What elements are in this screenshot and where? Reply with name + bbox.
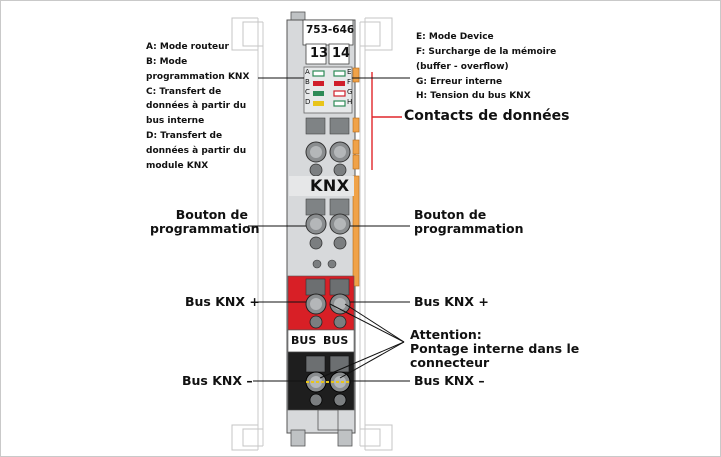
- bottom-latch: [290, 409, 353, 447]
- led-letter-h: H: [347, 98, 353, 106]
- legend-d-line3: module KNX: [146, 160, 209, 171]
- led-g: [333, 90, 346, 97]
- bus-plus-section: [287, 275, 355, 331]
- din-rail-lines: [257, 18, 366, 450]
- led-letter-b: B: [305, 78, 310, 86]
- prog-button-label-right-1: Bouton de: [414, 207, 487, 222]
- din-rail-outline-top: [231, 17, 393, 451]
- attention-line-1: Attention:: [410, 327, 482, 342]
- leader-lines: [248, 77, 410, 382]
- legend-c-line3: bus interne: [146, 116, 205, 127]
- attention-line-3: connecteur: [410, 355, 490, 370]
- prog-button-label-left-2: programmation: [150, 221, 260, 236]
- led-letter-a: A: [305, 68, 310, 76]
- legend-g: G: Erreur interne: [416, 76, 503, 87]
- bus-minus-label-right: Bus KNX –: [414, 373, 485, 388]
- data-contacts-label: Contacts de données: [404, 108, 570, 124]
- data-contacts: [352, 67, 360, 287]
- legend-f-line2: (buffer - overflow): [416, 61, 509, 72]
- legend-h: H: Tension du bus KNX: [416, 91, 531, 102]
- led-panel: [303, 66, 353, 114]
- led-f: [334, 81, 345, 86]
- part-number-plate: [302, 19, 354, 46]
- legend-d-line1: D: Transfert de: [146, 131, 223, 142]
- led-letter-d: D: [305, 98, 311, 106]
- legend-b-line2: programmation KNX: [146, 71, 250, 82]
- legend-a: A: Mode routeur: [146, 42, 229, 52]
- part-number: 753-646: [306, 24, 355, 36]
- prog-button-label-right-2: programmation: [414, 221, 524, 236]
- legend-e: E: Mode Device: [416, 32, 494, 42]
- led-letter-e: E: [347, 68, 352, 76]
- bus-plus-label-left: Bus KNX +: [185, 294, 260, 309]
- led-h: [333, 100, 346, 107]
- led-letter-f: F: [347, 78, 352, 86]
- bus-minus-label-left: Bus KNX –: [182, 373, 253, 388]
- led-d: [313, 101, 324, 106]
- led-e: [333, 70, 346, 77]
- attention-line-2: Pontage interne dans le: [410, 341, 580, 356]
- legend-right: E: Mode Device F: Surcharge de la mémoir…: [416, 30, 556, 104]
- knx-label-band: [289, 176, 354, 196]
- led-c: [313, 91, 324, 96]
- legend-left: A: Mode routeur B: Mode programmation KN…: [146, 40, 249, 174]
- legend-d-line2: données à partir du: [146, 145, 247, 156]
- data-contacts-callout: [371, 72, 402, 170]
- legend-c-line2: données à partir du: [146, 101, 247, 112]
- programming-button-section: [305, 198, 351, 269]
- led-letter-c: C: [305, 88, 310, 96]
- upper-terminal-section: [305, 117, 351, 177]
- bus-plus-label-right: Bus KNX +: [414, 294, 489, 309]
- led-b: [313, 81, 324, 86]
- terminal-number-left: 13: [310, 46, 329, 61]
- bus-label-left: BUS: [291, 334, 317, 347]
- knx-brand-label: KNX: [310, 176, 350, 195]
- bus-label-right: BUS: [323, 334, 349, 347]
- terminal-number-box-right: [328, 43, 350, 65]
- led-letter-g: G: [347, 88, 353, 96]
- led-a: [312, 70, 325, 77]
- legend-b-line1: B: Mode: [146, 56, 188, 67]
- terminal-number-box-left: [305, 43, 327, 65]
- terminal-number-right: 14: [332, 46, 351, 61]
- legend-c-line1: C: Transfert de: [146, 86, 222, 97]
- legend-f-line1: F: Surcharge de la mémoire: [416, 46, 557, 57]
- prog-button-label-left-1: Bouton de: [175, 207, 248, 222]
